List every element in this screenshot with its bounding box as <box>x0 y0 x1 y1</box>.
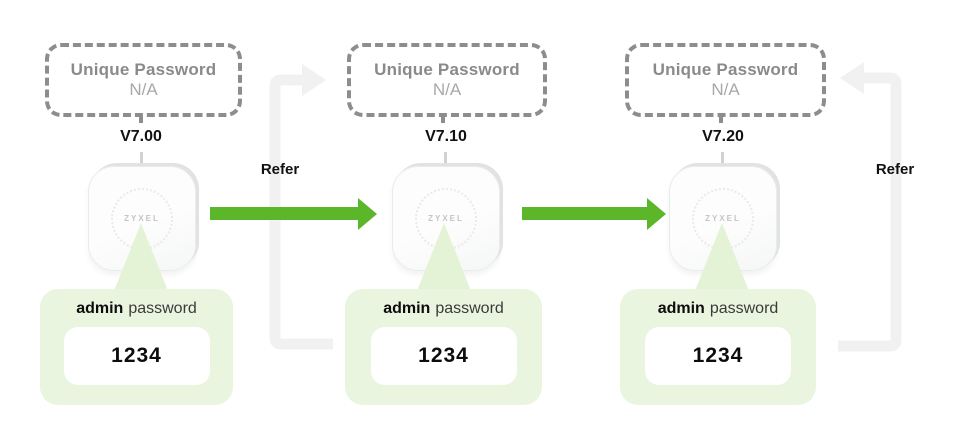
unique-password-value: N/A <box>711 80 740 100</box>
password-value-box: 1234 <box>645 327 791 386</box>
unique-password-value: N/A <box>129 80 158 100</box>
connector-dash <box>719 116 723 123</box>
admin-word: admin <box>76 300 124 317</box>
password-word: password <box>709 300 779 317</box>
unique-password-value: N/A <box>432 80 462 100</box>
password-value: 1234 <box>418 344 469 368</box>
admin-word: admin <box>383 300 431 317</box>
connector-dash <box>441 116 445 123</box>
password-word: password <box>128 300 197 317</box>
version-label-v700: V7.00 <box>120 128 162 145</box>
password-value-box: 1234 <box>370 327 517 386</box>
version-label-v710: V7.10 <box>425 128 467 145</box>
upgrade-arrow-2-shaft <box>522 207 647 220</box>
refer-label-left: Refer <box>260 161 300 178</box>
password-value-box: 1234 <box>63 327 210 386</box>
refer-label-right: Refer <box>875 161 915 178</box>
connector-dash <box>140 152 143 163</box>
unique-password-box-v720: Unique Password N/A <box>625 43 826 117</box>
upgrade-arrow-1-head <box>358 198 377 230</box>
connector-dash <box>139 116 143 123</box>
zyxel-logo: ZYXEL <box>124 214 160 223</box>
upgrade-arrow-2-head <box>647 198 666 230</box>
password-value: 1234 <box>692 344 744 368</box>
refer-loop-arrow-right <box>838 62 902 352</box>
zyxel-logo: ZYXEL <box>705 214 741 223</box>
connector-dash <box>721 152 724 163</box>
version-label-v720: V7.20 <box>702 128 744 145</box>
unique-password-title: Unique Password <box>70 60 217 80</box>
zyxel-logo: ZYXEL <box>428 214 464 223</box>
password-value: 1234 <box>111 344 162 368</box>
password-word: password <box>435 300 504 317</box>
connector-dash <box>444 152 447 163</box>
unique-password-title: Unique Password <box>652 60 799 80</box>
unique-password-box-v700: Unique Password N/A <box>45 43 242 117</box>
unique-password-title: Unique Password <box>374 60 520 80</box>
refer-loop-arrow-left <box>269 64 333 350</box>
admin-word: admin <box>657 300 705 317</box>
unique-password-box-v710: Unique Password N/A <box>347 43 547 117</box>
upgrade-arrow-1-shaft <box>210 207 358 220</box>
